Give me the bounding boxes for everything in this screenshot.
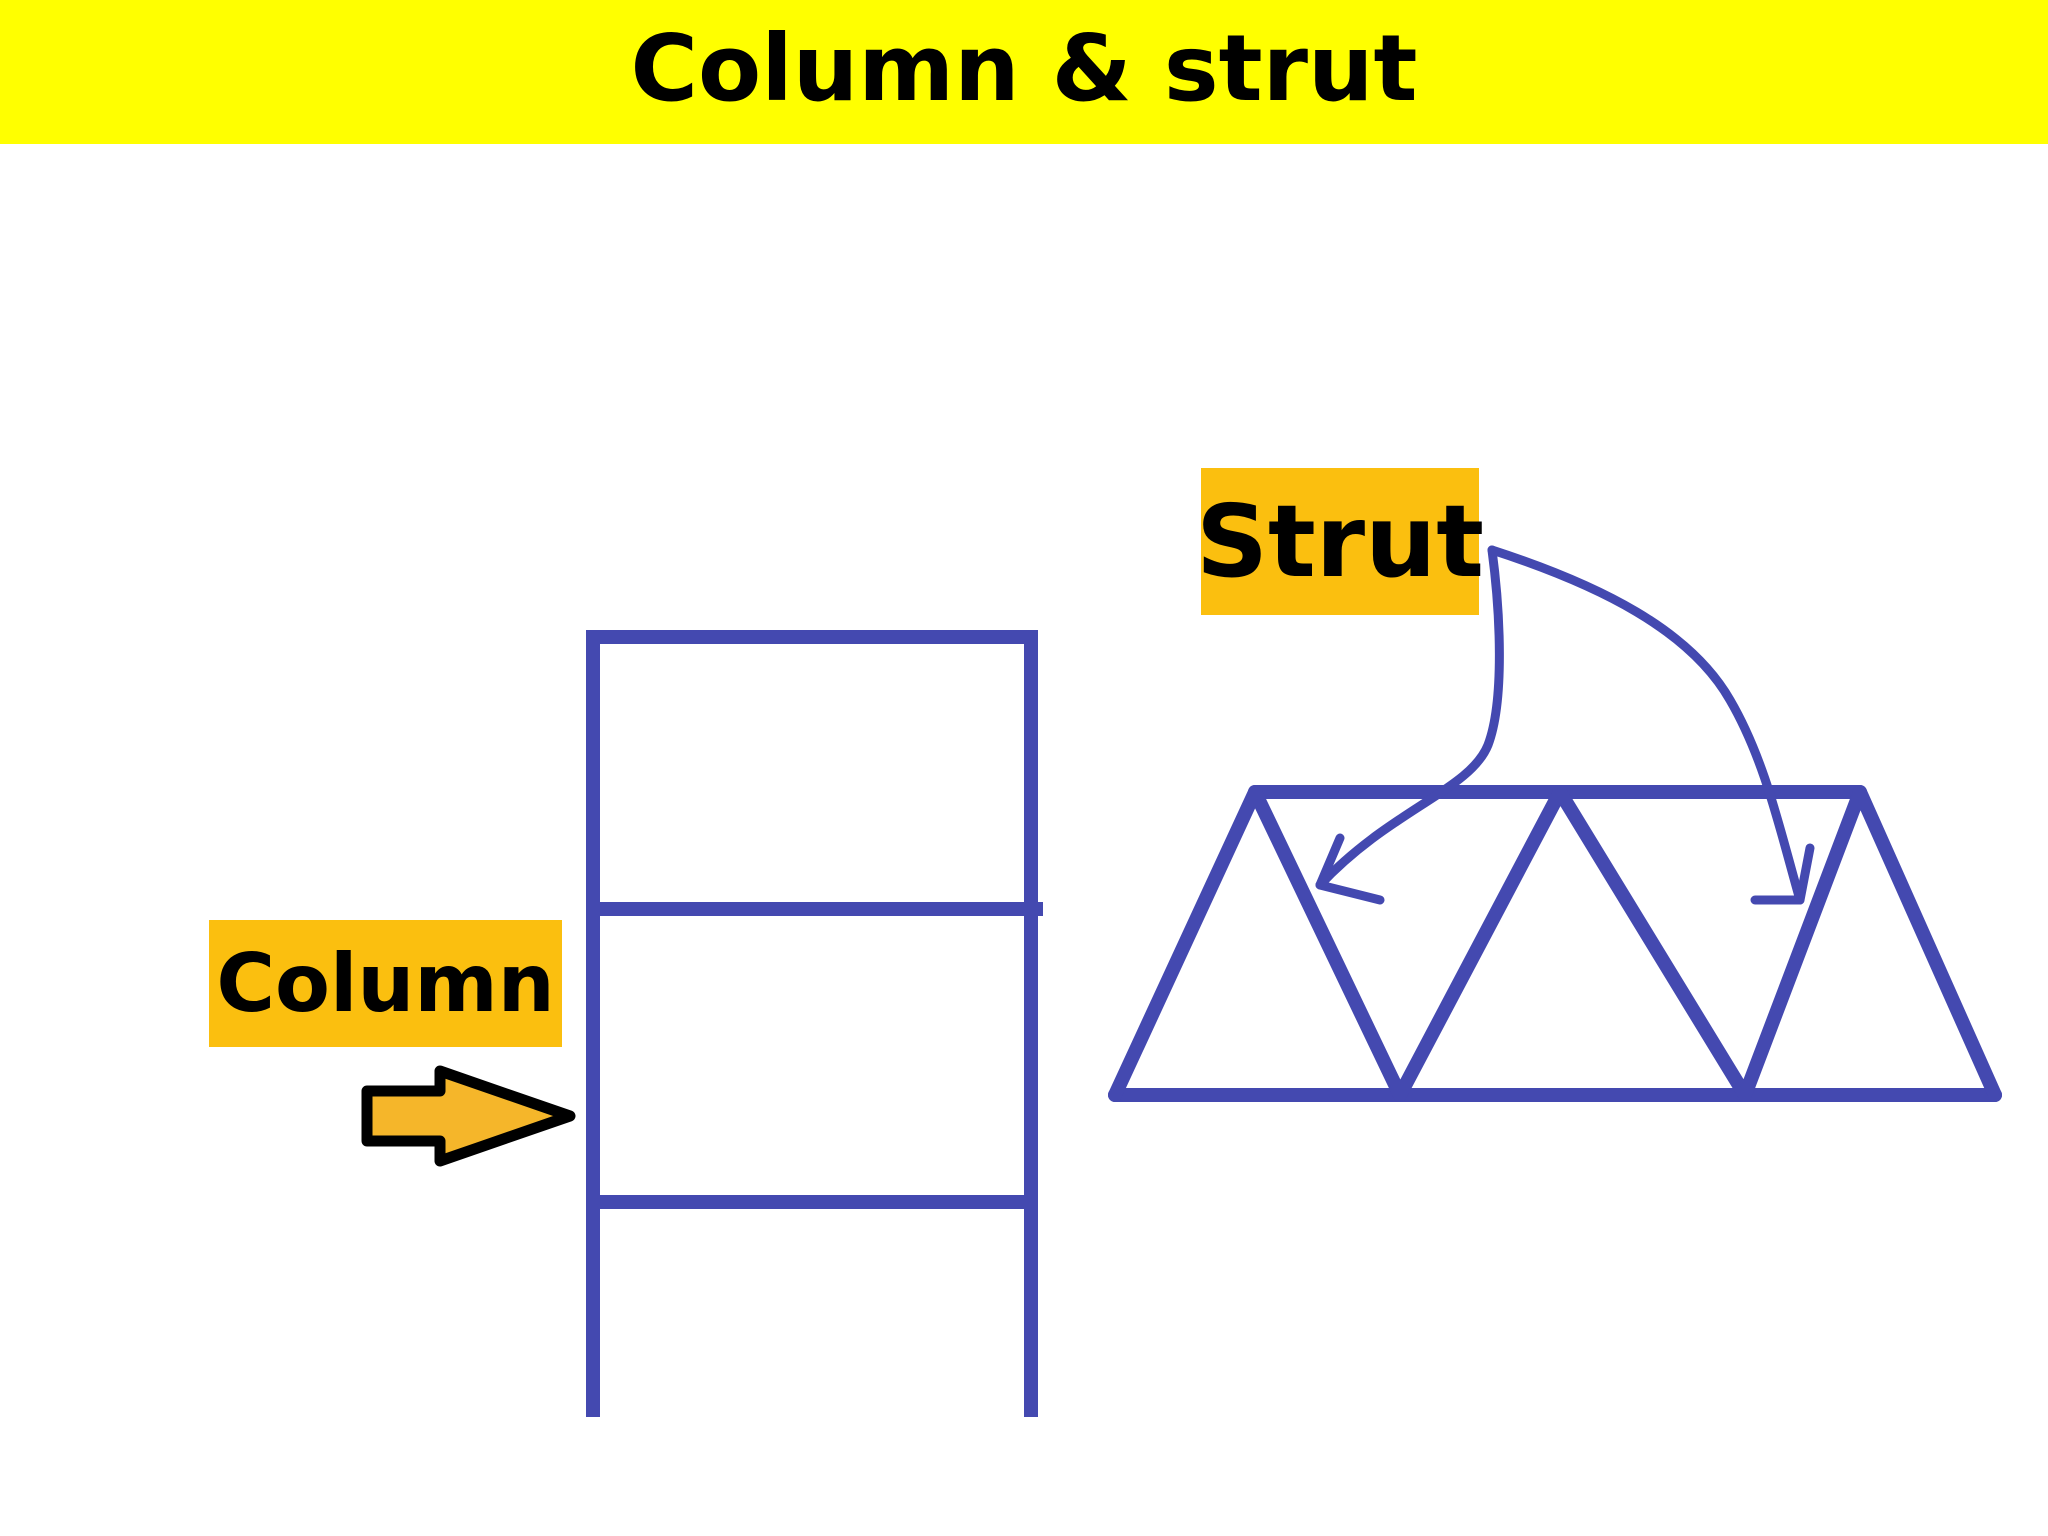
strut-arrow-right-head	[1750, 843, 1815, 905]
column-frame	[586, 630, 1043, 1417]
strut-arrow-right	[1487, 545, 1805, 905]
right-arrow-icon	[361, 1065, 576, 1167]
strut-label: Strut	[1196, 468, 1484, 615]
column-label-text: Column	[216, 937, 555, 1030]
strut-arrow-left	[1315, 545, 1504, 890]
truss-frame	[1108, 785, 2002, 1102]
strut-label-text: Strut	[1195, 483, 1485, 600]
column-label: Column	[209, 920, 562, 1047]
strut-pointer-arrows	[1315, 545, 1815, 905]
title-bar: Column & strut	[0, 0, 2048, 144]
slide-title: Column & strut	[630, 15, 1418, 122]
truss-web-members	[1108, 785, 2002, 1102]
strut-arrow-left-head	[1315, 833, 1385, 905]
